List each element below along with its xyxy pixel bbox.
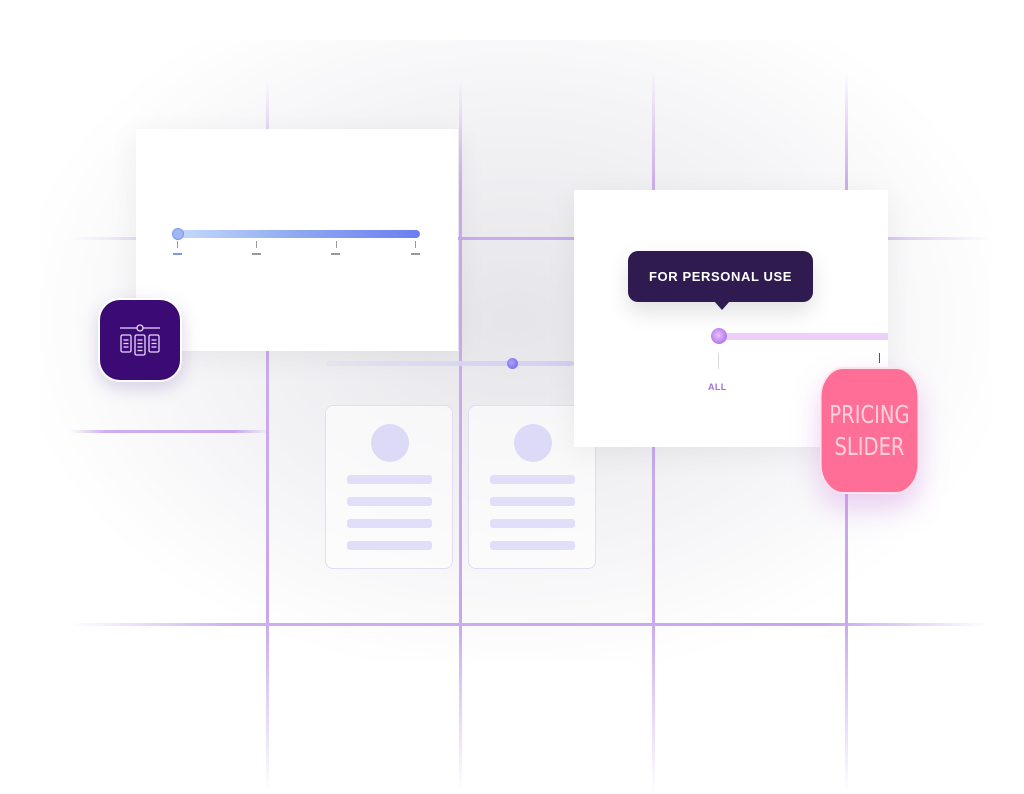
slider-tick-label <box>173 253 182 255</box>
slider-tick <box>879 353 880 363</box>
text-line-placeholder <box>347 497 432 506</box>
slider-tooltip: FOR PERSONAL USE <box>628 251 813 302</box>
slider-track <box>176 230 420 238</box>
slider-tick-label <box>411 253 420 255</box>
avatar-placeholder <box>514 424 552 462</box>
tooltip-arrow <box>714 301 730 310</box>
slider-track <box>720 333 888 340</box>
slider-tick <box>718 353 719 369</box>
text-line-placeholder <box>490 541 575 550</box>
title-line-1: PRICING <box>829 399 910 429</box>
grid-line-v2 <box>459 80 462 794</box>
title-line-2: SLIDER <box>834 431 905 461</box>
slider-handle[interactable] <box>172 228 184 240</box>
pricing-slider-title-tile: PRICING SLIDER <box>819 367 920 494</box>
grid-line-v1 <box>266 80 269 794</box>
text-line-placeholder <box>347 519 432 528</box>
text-line-placeholder <box>347 475 432 484</box>
text-line-placeholder <box>490 475 575 484</box>
slider-tick-label <box>252 253 261 255</box>
slider-tick <box>336 241 337 248</box>
slider-handle[interactable] <box>711 328 727 344</box>
slider-tick <box>256 241 257 248</box>
pricing-table-slider-icon <box>120 324 160 356</box>
pricing-card-placeholder <box>325 405 453 569</box>
slider-tick <box>177 241 178 248</box>
slider-tick-label <box>331 253 340 255</box>
slider-preview-panel-left <box>136 129 458 351</box>
grid-line-h3 <box>70 623 990 626</box>
slider-tick <box>415 241 416 248</box>
grid-line-h2 <box>70 430 270 433</box>
text-line-placeholder <box>490 519 575 528</box>
slider-tick-label-all: ALL <box>708 382 727 392</box>
grid-line-h1 <box>70 237 990 240</box>
middle-slider-handle[interactable] <box>507 358 518 369</box>
middle-slider-track <box>326 361 574 366</box>
pricing-table-slider-icon-tile <box>98 298 182 382</box>
avatar-placeholder <box>371 424 409 462</box>
text-line-placeholder <box>347 541 432 550</box>
text-line-placeholder <box>490 497 575 506</box>
